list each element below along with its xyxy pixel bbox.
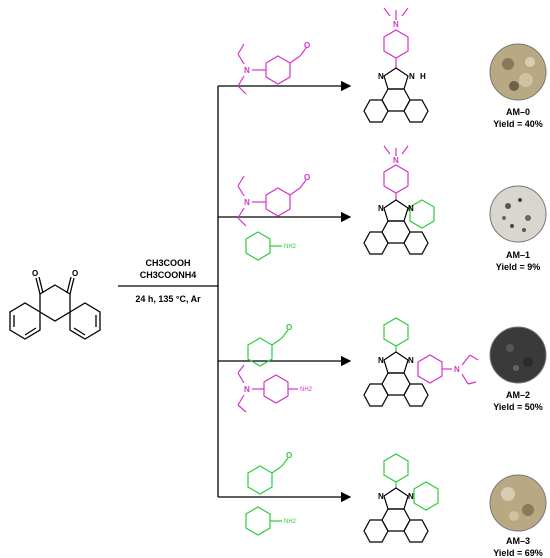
product-am2-structure: N N N <box>363 317 479 407</box>
product-am3-structure: N N <box>363 453 439 543</box>
product-am0-structure: N N N H <box>363 7 429 123</box>
reagent-n-2: N <box>244 385 250 394</box>
reagent-acid: CH3COOH <box>145 258 190 268</box>
product-am1-n-amine: N <box>393 156 399 165</box>
product-am2-n1: N <box>378 356 384 365</box>
product-am0-n2: N <box>409 72 415 81</box>
product-yield-am2: Yield = 50% <box>493 402 542 412</box>
product-am1-n2: N <box>408 204 414 213</box>
oxygen-label-1: O <box>32 269 38 278</box>
reagent-o-1: O <box>304 173 310 182</box>
reagent-n-1: N <box>244 198 250 207</box>
product-am0-n-amine: N <box>393 20 399 29</box>
product-am1-n1: N <box>378 204 384 213</box>
product-am2-n2: N <box>408 356 414 365</box>
reagent-nh2-3: NH2 <box>284 519 297 525</box>
product-am0-n1: N <box>378 72 384 81</box>
product-name-am0: AM–0 <box>506 107 530 117</box>
product-photo-am3 <box>489 474 547 532</box>
reagent-aniline-1 <box>245 231 282 261</box>
product-name-am1: AM–1 <box>506 250 530 260</box>
reagent-o-2: O <box>286 323 292 332</box>
product-am0-h: H <box>420 72 426 81</box>
product-am1-structure: N N N <box>363 145 435 255</box>
reagent-o-0: O <box>304 41 310 50</box>
reagent-benzaldehyde-2 <box>247 329 289 367</box>
reagent-diethylaminoaniline-2 <box>237 364 298 413</box>
product-yield-am1: Yield = 9% <box>496 262 540 272</box>
product-yield-am0: Yield = 40% <box>493 119 542 129</box>
reagent-nh2-2: NH2 <box>300 387 313 393</box>
reagent-aniline-3 <box>245 506 282 536</box>
phenanthrenequinone-structure <box>9 276 101 340</box>
reagent-n-0: N <box>244 66 250 75</box>
product-photo-am2 <box>489 326 547 384</box>
reagent-benzaldehyde-3 <box>247 457 289 495</box>
reagent-nh2-1: NH2 <box>284 244 297 250</box>
reagent-diethylaminobenzaldehyde-1 <box>237 175 307 227</box>
oxygen-label-2: O <box>72 269 78 278</box>
product-yield-am3: Yield = 69% <box>493 548 542 558</box>
reagent-o-3: O <box>286 451 292 460</box>
product-am3-n1: N <box>378 492 384 501</box>
product-name-am2: AM–2 <box>506 390 530 400</box>
product-photo-am1 <box>489 185 547 243</box>
reaction-conditions: 24 h, 135 °C, Ar <box>135 294 201 304</box>
product-name-am3: AM–3 <box>506 536 530 546</box>
reagent-diethylaminobenzaldehyde-0 <box>237 43 307 95</box>
product-am3-n2: N <box>408 492 414 501</box>
product-am2-n-amine: N <box>454 365 460 374</box>
product-photo-am0 <box>489 43 547 101</box>
reagent-salt: CH3COONH4 <box>140 270 197 280</box>
